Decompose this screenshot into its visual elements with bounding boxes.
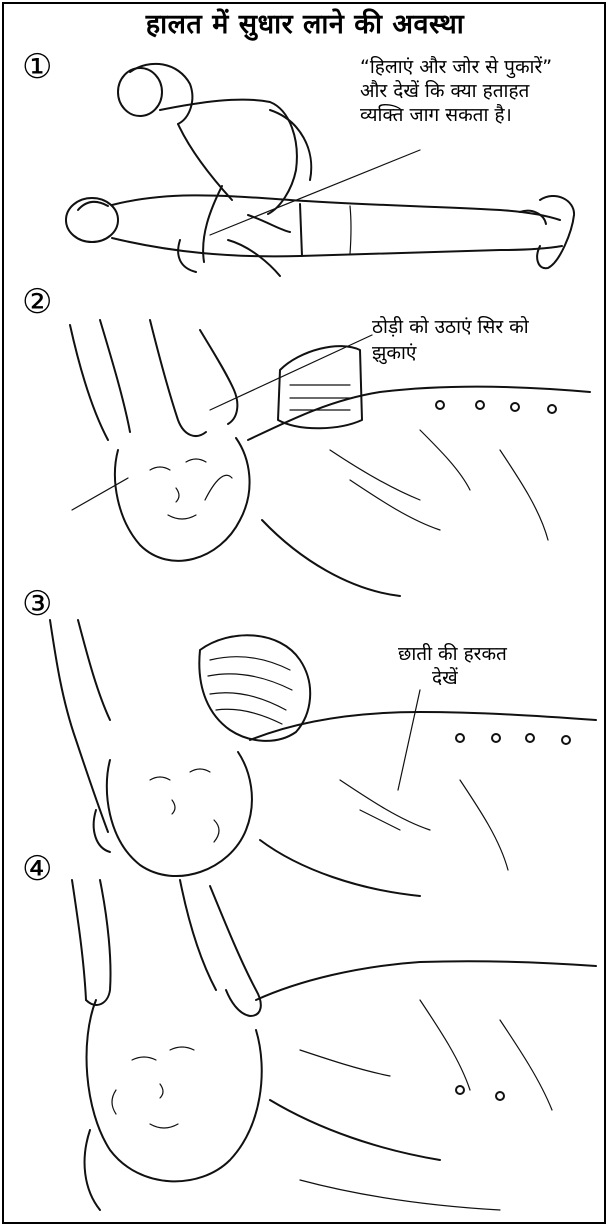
step-3-illustration — [50, 620, 596, 896]
step-1-illustration — [66, 64, 574, 276]
step-2-illustration — [70, 320, 590, 596]
step-4-illustration — [72, 880, 596, 1210]
